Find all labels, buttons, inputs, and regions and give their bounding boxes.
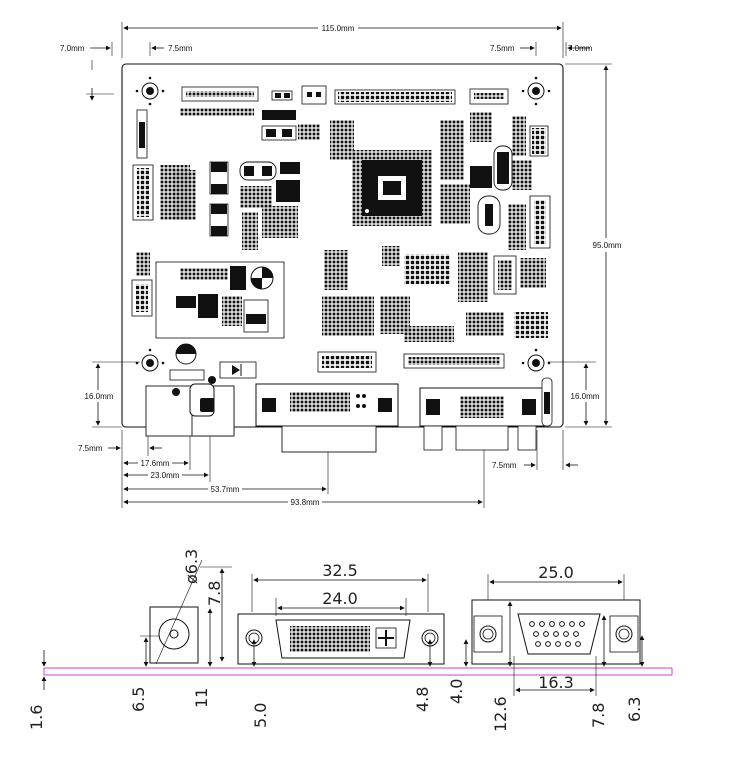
- dim-barrel-height-label: 7.8: [205, 581, 224, 606]
- dc-jack-side: [149, 559, 203, 665]
- dim-right-bottom: 16.0mm: [548, 361, 602, 426]
- dim-left-bottom: 16.0mm: [82, 361, 140, 428]
- dim-left-hole-x-label: 7.5mm: [168, 44, 193, 53]
- dim-right-offset-label: 7.0mm: [568, 44, 593, 53]
- dim-height-total-label: 95.0mm: [593, 241, 622, 250]
- dim-dvi-right-label: 4.8: [413, 687, 432, 712]
- dim-vga-left-height-label: 12.6: [491, 696, 510, 732]
- dim-dvi-inner-label: 24.0: [322, 589, 358, 608]
- dc-jack-top: [145, 376, 235, 437]
- dim-barrel-total-label: 11: [192, 688, 211, 708]
- dim-dvi-center-label: 53.7mm: [211, 485, 240, 494]
- mount-hole-bottom-right: [521, 348, 551, 372]
- dim-dc-jack-pos-label: 17.6mm: [141, 459, 170, 468]
- dvi-connector-side: [237, 613, 445, 665]
- dim-width-total-label: 115.0mm: [322, 24, 355, 33]
- dim-right-bottom-label: 16.0mm: [571, 392, 600, 401]
- dim-height-total: 95.0mm: [565, 63, 624, 428]
- dim-barrel-offset-label: 6.5: [129, 687, 148, 712]
- dim-bottom-right-offset: 7.5mm: [492, 430, 578, 470]
- dim-right-hole-x-label: 7.5mm: [490, 44, 515, 53]
- dim-vga-left-offset-label: 4.0: [447, 679, 466, 704]
- vga-connector-top: [419, 377, 553, 451]
- dvi-connector-top: [255, 383, 399, 453]
- connector-small-top: [301, 85, 327, 105]
- dim-vga-inner-label: 16.3: [538, 673, 574, 692]
- dim-base-offset-label: 1.6: [27, 705, 46, 730]
- dim-dc-jack-center-label: 23.0mm: [151, 471, 180, 480]
- dim-dvi-offset-label: 5.0: [251, 703, 270, 728]
- dim-left-bottom-label: 16.0mm: [85, 392, 114, 401]
- dim-barrel-diameter-label: ø6.3: [182, 549, 201, 584]
- mount-hole-bottom-left: [135, 348, 165, 372]
- dim-bottom-right-offset-label: 7.5mm: [492, 461, 517, 470]
- side-view: ø6.3 7.8 32.5 24.0: [27, 549, 673, 732]
- top-view: 115.0mm 7.0mm 7.5mm 7.5mm 7.0mm: [60, 22, 624, 508]
- dim-vga-right-outer-label: 6.3: [625, 697, 644, 722]
- dim-dvi-outer-label: 32.5: [322, 561, 358, 580]
- dim-left-offset-label: 7.0mm: [60, 44, 85, 53]
- mount-hole-top-left: [135, 76, 165, 106]
- vga-connector-side: [471, 599, 641, 665]
- dim-left-offset: 7.0mm: [60, 42, 113, 56]
- mount-hole-top-right: [521, 76, 551, 106]
- dim-vga-center-label: 93.8mm: [291, 498, 320, 507]
- dim-vga-outer-label: 25.0: [538, 563, 574, 582]
- dim-left-hole-x: 7.5mm: [149, 42, 193, 56]
- dim-right-hole-x: 7.5mm: [490, 42, 537, 56]
- dim-bottom-left-offset-label: 7.5mm: [78, 444, 103, 453]
- dim-vga-right-inner-label: 7.8: [589, 703, 608, 728]
- dim-bottom-chain: 17.6mm 23.0mm 53.7mm 93.8mm: [121, 430, 485, 508]
- dim-right-offset: 7.0mm: [565, 42, 593, 56]
- main-ic: [352, 150, 432, 226]
- dim-width-total: 115.0mm: [121, 22, 564, 58]
- header-top-left-2: [180, 108, 254, 116]
